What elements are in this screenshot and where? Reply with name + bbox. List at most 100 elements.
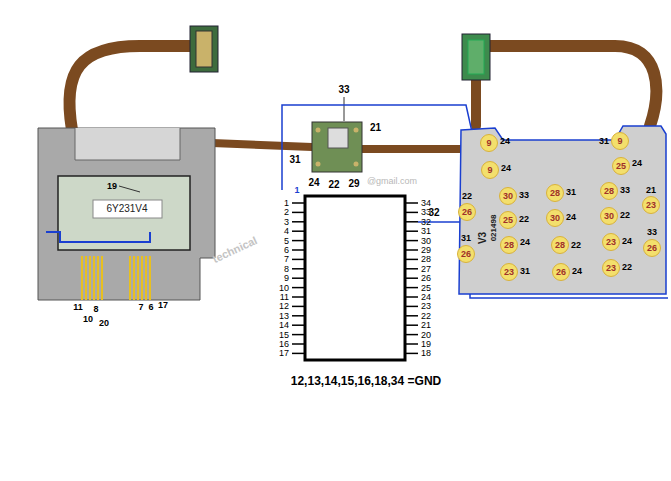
pin-number: 4	[284, 227, 289, 236]
pin-number: 11	[280, 293, 289, 302]
key-contact-circle: 23	[642, 196, 660, 214]
key-contact-circle: 28	[546, 184, 564, 202]
callout-number: 33	[620, 186, 630, 195]
callout-number: 22	[571, 241, 581, 250]
contact-number: 9	[487, 166, 492, 175]
pin-number: 8	[284, 264, 289, 273]
connector	[190, 26, 490, 80]
pin-number: 9	[284, 274, 289, 283]
ic-chip	[292, 196, 418, 360]
callout-number: 24	[501, 164, 511, 173]
pin-number: 28	[421, 255, 431, 264]
pin-number: 17	[279, 349, 289, 358]
joystick-board	[312, 97, 362, 172]
key-contact-circle: 30	[546, 209, 564, 227]
contact-number: 30	[604, 212, 614, 221]
pin-number: 29	[421, 246, 431, 255]
contact-number: 28	[555, 241, 565, 250]
callout-number: 22	[620, 211, 630, 220]
callout-number: 31	[566, 188, 576, 197]
callout-number: 33	[647, 228, 657, 237]
key-contact-circle: 26	[457, 245, 475, 263]
pin-number: 2	[284, 208, 289, 217]
pin-number: 7	[284, 255, 289, 264]
pin-number: 32	[421, 217, 431, 226]
callout-number: 10	[83, 315, 93, 324]
pin-number: 34	[421, 199, 431, 208]
callout-number: 19	[107, 182, 117, 191]
pin-number: 20	[421, 330, 431, 339]
callout-number: 22	[622, 263, 632, 272]
contact-number: 28	[550, 189, 560, 198]
callout-number: 29	[348, 179, 359, 189]
pin-number: 19	[421, 340, 431, 349]
callout-number: 22	[328, 180, 339, 190]
callout-number: 31	[289, 155, 300, 165]
pin-number: 30	[421, 236, 431, 245]
callout-number: 24	[308, 178, 319, 188]
callout-number: 24	[520, 238, 530, 247]
callout-number: 6	[148, 303, 153, 312]
pin-number: 26	[421, 274, 431, 283]
pin-number: 6	[284, 246, 289, 255]
key-contact-circle: 30	[499, 187, 517, 205]
key-contact-circle: 23	[602, 259, 620, 277]
pin-number: 1	[284, 199, 289, 208]
pin-number: 22	[421, 311, 431, 320]
contact-number: 26	[462, 208, 472, 217]
pin-number: 13	[279, 311, 289, 320]
contact-number: 28	[604, 187, 614, 196]
key-contact-circle: 9	[611, 132, 629, 150]
pin-number: 25	[421, 283, 431, 292]
key-contact-circle: 9	[480, 134, 498, 152]
contact-number: 28	[504, 241, 514, 250]
pin-number: 5	[284, 236, 289, 245]
callout-number: 31	[461, 234, 471, 243]
callout-number: 1	[294, 186, 299, 195]
keypad-board: V302149899925302828262325303028282326262…	[455, 122, 668, 300]
pin-number: 15	[279, 330, 289, 339]
pin-number: 16	[279, 340, 289, 349]
contact-number: 9	[486, 139, 491, 148]
contact-number: 26	[647, 244, 657, 253]
callout-number: 24	[632, 159, 642, 168]
callout-number: 33	[338, 85, 349, 95]
pin-number: 27	[421, 264, 431, 273]
gold-fingers	[82, 256, 150, 300]
callout-number: 20	[99, 319, 109, 328]
pin-number: 18	[421, 349, 431, 358]
contact-number: 25	[616, 162, 626, 171]
callout-number: 24	[500, 137, 510, 146]
callout-number: 21	[370, 123, 381, 133]
callout-number: 22	[462, 192, 472, 201]
contact-number: 9	[617, 137, 622, 146]
key-contact-circle: 26	[458, 203, 476, 221]
callout-number: 31	[520, 267, 530, 276]
callout-number: 24	[622, 237, 632, 246]
pin-number: 3	[284, 217, 289, 226]
contact-number: 23	[606, 264, 616, 273]
callout-number: 7	[138, 303, 143, 312]
contact-number: 30	[503, 192, 513, 201]
callout-number: 21	[646, 186, 656, 195]
pin-number: 31	[421, 227, 431, 236]
contact-number: 23	[606, 238, 616, 247]
key-contact-circle: 26	[552, 263, 570, 281]
contact-number: 25	[503, 216, 513, 225]
contact-number: 23	[646, 201, 656, 210]
board-marking: 021498	[490, 215, 498, 242]
watermark: technical	[211, 235, 259, 265]
board-marking: V3	[478, 232, 488, 244]
key-contact-circle: 28	[600, 182, 618, 200]
callout-number: 11	[73, 303, 83, 312]
callout-number: 17	[158, 301, 168, 310]
ground-note: 12,13,14,15,16,18,34 =GND	[291, 375, 441, 387]
key-contact-circle: 25	[499, 211, 517, 229]
contact-number: 26	[461, 250, 471, 259]
pin-number: 24	[421, 293, 431, 302]
callout-number: 24	[572, 267, 582, 276]
key-contact-circle: 26	[643, 239, 661, 257]
callout-number: 22	[519, 215, 529, 224]
pin-number: 10	[279, 283, 289, 292]
watermark: @gmail.com	[367, 177, 417, 186]
